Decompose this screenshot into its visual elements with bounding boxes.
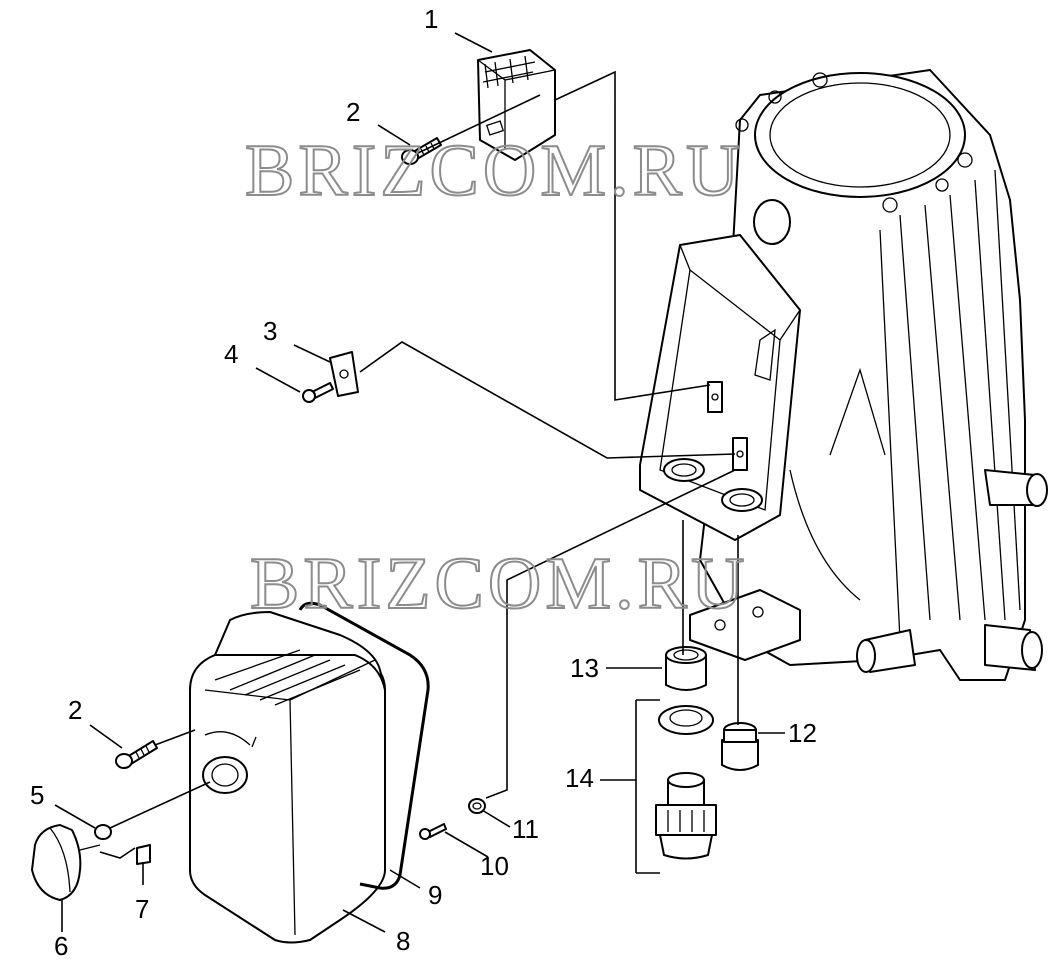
callout-5: 5 [30, 780, 44, 810]
plug-fitting [721, 722, 759, 771]
cable-gland-nut [665, 646, 707, 691]
callout-11: 11 [512, 814, 539, 844]
callout-9: 9 [428, 880, 442, 910]
gasket [298, 601, 430, 890]
callout-2-upper: 2 [346, 97, 360, 127]
side-port-lower-left [856, 629, 916, 673]
control-knob [31, 824, 101, 901]
screw-lower [115, 740, 158, 769]
callout-12: 12 [788, 718, 817, 748]
pump-housing [689, 69, 1048, 681]
callout-7: 7 [135, 894, 149, 924]
callout-14: 14 [565, 763, 594, 793]
callout-10: 10 [480, 851, 509, 881]
callout-13: 13 [570, 653, 599, 683]
watermark-middle: BRIZCOM.RU [250, 543, 748, 625]
callout-1: 1 [424, 4, 438, 34]
screw-cover [419, 823, 447, 840]
cable-gland-assembly [655, 705, 717, 860]
side-port-upper [984, 469, 1048, 507]
leader-lines [54, 32, 785, 933]
callout-4: 4 [224, 339, 238, 369]
callout-2-lower: 2 [68, 695, 82, 725]
side-port-lower-right [984, 624, 1043, 671]
terminal-block [477, 49, 556, 161]
bracket [329, 351, 359, 397]
screw-small [302, 382, 334, 403]
o-ring [94, 824, 112, 840]
callout-8: 8 [396, 926, 410, 956]
terminal-box-frame [639, 234, 801, 541]
retaining-clip [136, 844, 151, 865]
watermark-top: BRIZCOM.RU [245, 130, 743, 212]
washer [468, 798, 486, 814]
callout-6: 6 [54, 931, 68, 961]
terminal-box-cover [189, 611, 386, 944]
callout-3: 3 [263, 316, 277, 346]
